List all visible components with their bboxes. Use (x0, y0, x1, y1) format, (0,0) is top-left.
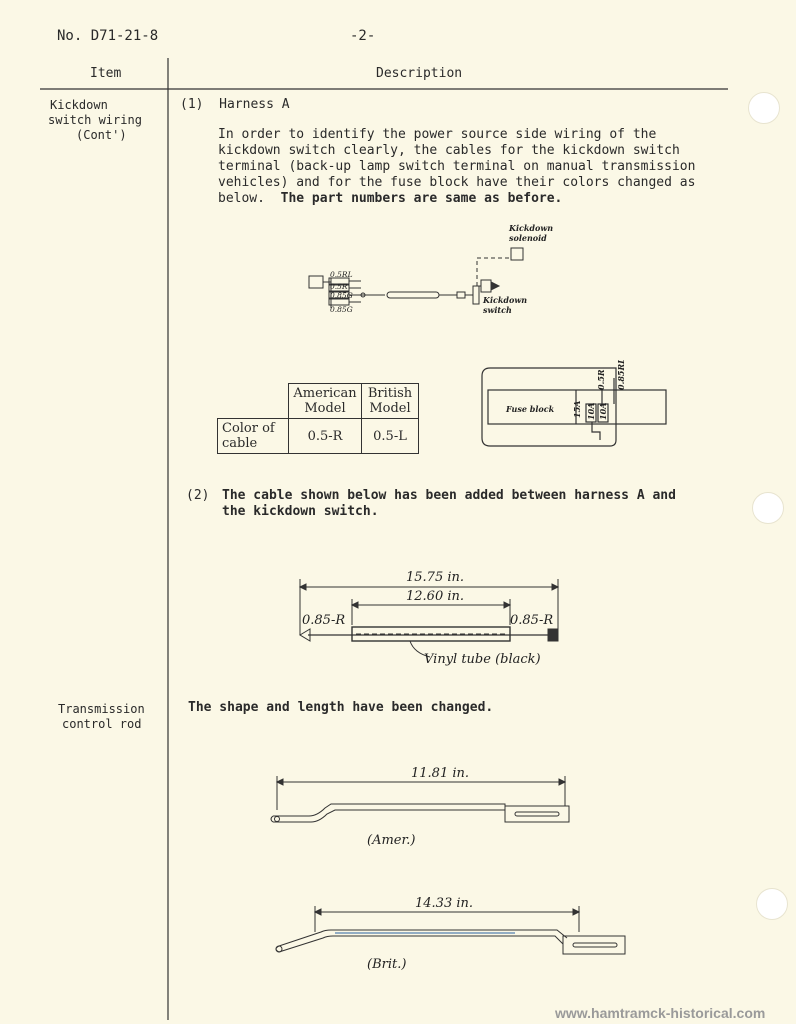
paragraph-line: kickdown switch clearly, the cables for … (218, 143, 680, 158)
right-cable-label: 0.85-R (510, 613, 553, 628)
item-line: control rod (62, 717, 142, 731)
added-cable-diagram: 15.75 in. 12.60 in. 0.85-R 0.85-R Vinyl … (298, 570, 560, 667)
paragraph-line: the kickdown switch. (222, 504, 379, 519)
document-number: No. D71-21-8 (57, 28, 159, 44)
paragraph-line: In order to identify the power source si… (218, 127, 657, 142)
solenoid-label: Kickdown (508, 223, 553, 233)
fuse-cable-label: 0.5R (596, 369, 606, 390)
fuse-label: 10A (586, 403, 596, 420)
fuse-cable-label: 0.85RL (616, 360, 626, 390)
item-line: Kickdown (50, 98, 108, 112)
table-header-text: American Model (293, 386, 357, 416)
watermark: www.hamtramck-historical.com (555, 1005, 766, 1021)
paragraph-text: below. (218, 191, 265, 206)
table-cell: 0.5-R (288, 418, 362, 454)
page-number: -2- (350, 28, 376, 44)
wire-label: 0.5RL (330, 270, 353, 279)
amer-rod-length: 11.81 in. (411, 766, 469, 781)
item-line: Transmission (58, 702, 145, 716)
left-cable-label: 0.85-R (302, 613, 345, 628)
item-line: (Cont') (76, 128, 127, 142)
table-row-label: Color of cable (217, 418, 289, 454)
control-rod-description: The shape and length have been changed. (188, 700, 494, 715)
wiring-diagram: 0.5RL 0.5R 0.85G 0.85G Kickdown solenoid… (308, 223, 553, 315)
switch-label: Kickdown (482, 295, 527, 305)
item-kickdown-wiring: Kickdown switch wiring (Cont') (48, 98, 160, 143)
solenoid-label: solenoid (509, 233, 547, 243)
column-header-description: Description (376, 66, 463, 81)
wire-label: 0.85G (330, 305, 353, 314)
wire-label: 0.5R (330, 282, 348, 291)
subsection-heading-harness-a: (1) Harness A (180, 97, 290, 112)
paragraph-line: below. The part numbers are same as befo… (218, 191, 695, 207)
fuse-label: 10A (598, 403, 608, 420)
fuse-label: 15A (572, 401, 582, 418)
harness-a-paragraph: In order to identify the power source si… (218, 127, 695, 207)
paragraph-line: The cable shown below has been added bet… (222, 488, 676, 503)
part-number-note: The part numbers are same as before. (280, 191, 563, 206)
paragraph-line: vehicles) and for the fuse block have th… (218, 175, 696, 190)
item-transmission-control-rod: Transmission control rod (58, 702, 145, 732)
punch-hole (748, 92, 780, 124)
brit-rod-length: 14.33 in. (415, 896, 473, 911)
cable-color-table: American Model British Model Color of ca… (217, 383, 419, 454)
switch-label: switch (483, 305, 512, 315)
wire-label: 0.85G (330, 291, 353, 300)
brit-rod-label: (Brit.) (367, 957, 406, 972)
fuse-block-label: Fuse block (505, 404, 555, 414)
table-cell: 0.5-L (361, 418, 419, 454)
subsection-heading-2: (2) (186, 488, 210, 503)
item-line: switch wiring (48, 113, 142, 127)
table-header-american: American Model (288, 383, 362, 419)
rod-diagram-amer: 11.81 in. (Amer.) (270, 766, 570, 848)
punch-hole (756, 888, 788, 920)
tube-length: 12.60 in. (406, 589, 464, 604)
vinyl-tube-label: Vinyl tube (black) (424, 652, 541, 667)
amer-rod-label: (Amer.) (367, 833, 415, 848)
column-header-item: Item (90, 66, 122, 81)
added-cable-paragraph: The cable shown below has been added bet… (222, 488, 676, 520)
overall-length: 15.75 in. (406, 570, 464, 585)
punch-hole (752, 492, 784, 524)
rod-diagram-brit: 14.33 in. (Brit.) (275, 896, 626, 972)
paragraph-line: terminal (back-up lamp switch terminal o… (218, 159, 696, 174)
fuse-block-diagram: Fuse block 15A 10A 10A 0.5R 0.85RL (481, 360, 667, 447)
table-header-british: British Model (361, 383, 419, 419)
table-header-text: British Model (367, 386, 413, 416)
